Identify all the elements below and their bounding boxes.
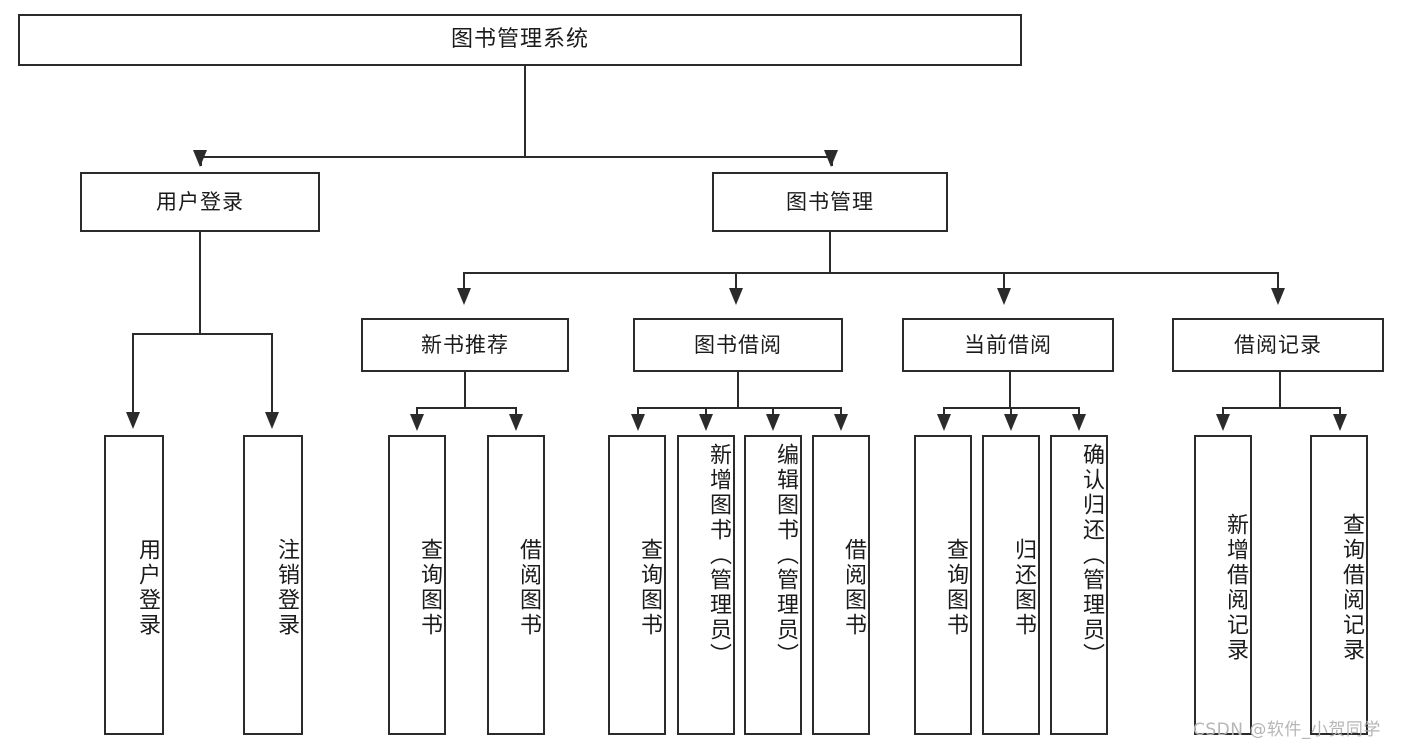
arrow-icon	[997, 288, 1011, 305]
leaf-query-book-3[interactable]: 查询图书	[914, 435, 972, 735]
arrow-icon	[193, 150, 207, 167]
node-new-book-recommend[interactable]: 新书推荐	[361, 318, 569, 372]
arrow-icon	[834, 414, 848, 431]
connector-bm-drop-1	[463, 272, 465, 294]
connector-br-stem	[1279, 372, 1281, 408]
leaf-query-record[interactable]: 查询借阅记录	[1310, 435, 1368, 735]
leaf-user-login[interactable]: 用户登录	[104, 435, 164, 735]
node-current-borrow[interactable]: 当前借阅	[902, 318, 1114, 372]
node-label: 查询图书	[637, 538, 662, 638]
connector-bb-drop-4	[840, 407, 842, 419]
connector-book-manage-bus	[463, 272, 1279, 274]
leaf-query-book-2[interactable]: 查询图书	[608, 435, 666, 735]
connector-cb-drop-2	[1010, 407, 1012, 419]
connector-user-login-stem	[199, 232, 201, 334]
connector-bb-drop-1	[637, 407, 639, 419]
connector-cb-drop-3	[1078, 407, 1080, 419]
arrow-icon	[1271, 288, 1285, 305]
node-label: 新增借阅记录	[1223, 513, 1248, 663]
arrow-icon	[509, 414, 523, 431]
arrow-icon	[1216, 414, 1230, 431]
connector-br-drop-1	[1222, 407, 1224, 419]
node-label: 查询图书	[943, 538, 968, 638]
connector-bb-drop-3	[772, 407, 774, 419]
connector-user-login-drop-2	[271, 333, 273, 418]
connector-root-stem	[524, 66, 526, 157]
node-label: 借阅图书	[841, 538, 866, 638]
node-book-management-system[interactable]: 图书管理系统	[18, 14, 1022, 66]
node-user-login[interactable]: 用户登录	[80, 172, 320, 232]
arrow-icon	[824, 150, 838, 167]
node-label: 查询图书	[417, 538, 442, 638]
node-borrow-record[interactable]: 借阅记录	[1172, 318, 1384, 372]
node-book-borrow[interactable]: 图书借阅	[633, 318, 843, 372]
arrow-icon	[126, 412, 140, 429]
arrow-icon	[1072, 414, 1086, 431]
leaf-logout[interactable]: 注销登录	[243, 435, 303, 735]
node-label: 新书推荐	[421, 332, 509, 357]
node-label: 注销登录	[274, 538, 299, 638]
connector-br-bus	[1222, 407, 1340, 409]
arrow-icon	[410, 414, 424, 431]
connector-user-login-drop-1	[132, 333, 134, 418]
connector-bb-drop-2	[705, 407, 707, 419]
arrow-icon	[1333, 414, 1347, 431]
leaf-confirm-return[interactable]: 确认归还（管理员）	[1050, 435, 1108, 735]
connector-cb-drop-1	[943, 407, 945, 419]
leaf-add-record[interactable]: 新增借阅记录	[1194, 435, 1252, 735]
connector-book-manage-stem	[829, 232, 831, 274]
connector-bb-stem	[737, 372, 739, 408]
node-label: 借阅图书	[516, 538, 541, 638]
arrow-icon	[1004, 414, 1018, 431]
connector-nbr-drop-2	[515, 407, 517, 419]
leaf-query-book-1[interactable]: 查询图书	[388, 435, 446, 735]
node-label: 当前借阅	[964, 332, 1052, 357]
node-label: 图书管理	[786, 189, 874, 214]
node-label: 图书管理系统	[450, 27, 589, 53]
arrow-icon	[729, 288, 743, 305]
node-label: 用户登录	[135, 538, 160, 638]
node-label: 用户登录	[156, 189, 244, 214]
arrow-icon	[699, 414, 713, 431]
arrow-icon	[631, 414, 645, 431]
connector-nbr-drop-1	[416, 407, 418, 419]
connector-bb-bus	[637, 407, 842, 409]
arrow-icon	[766, 414, 780, 431]
arrow-icon	[265, 412, 279, 429]
node-label: 新增图书（管理员）	[706, 443, 731, 668]
node-label: 查询借阅记录	[1339, 513, 1364, 663]
leaf-return-book[interactable]: 归还图书	[982, 435, 1040, 735]
leaf-edit-book[interactable]: 编辑图书（管理员）	[744, 435, 802, 735]
arrow-icon	[937, 414, 951, 431]
connector-root-bus	[200, 156, 833, 158]
node-label: 借阅记录	[1234, 332, 1322, 357]
connector-bm-drop-3	[1003, 272, 1005, 294]
node-label: 图书借阅	[694, 332, 782, 357]
connector-cb-stem	[1009, 372, 1011, 408]
connector-bm-drop-2	[735, 272, 737, 294]
connector-br-drop-2	[1339, 407, 1341, 419]
arrow-icon	[457, 288, 471, 305]
connector-user-login-bus	[132, 333, 272, 335]
connector-nbr-stem	[464, 372, 466, 408]
leaf-borrow-book-1[interactable]: 借阅图书	[487, 435, 545, 735]
node-label: 归还图书	[1011, 538, 1036, 638]
leaf-add-book[interactable]: 新增图书（管理员）	[677, 435, 735, 735]
connector-nbr-bus	[416, 407, 516, 409]
leaf-borrow-book-2[interactable]: 借阅图书	[812, 435, 870, 735]
node-book-management[interactable]: 图书管理	[712, 172, 948, 232]
connector-bm-drop-4	[1277, 272, 1279, 294]
node-label: 编辑图书（管理员）	[773, 443, 798, 668]
node-label: 确认归还（管理员）	[1079, 443, 1104, 668]
